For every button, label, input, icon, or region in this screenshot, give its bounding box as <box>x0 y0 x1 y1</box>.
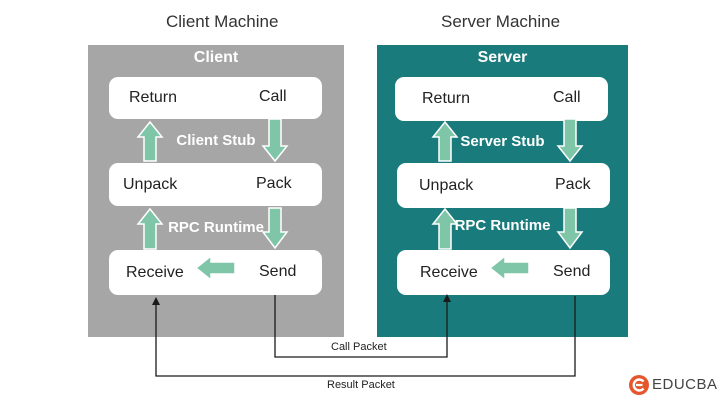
server-panel: Server Return Call Server Stub Unpack Pa… <box>377 45 628 337</box>
client-panel: Client Return Call Client Stub Unpack Pa… <box>88 45 344 337</box>
client-stub-up-arrow <box>136 120 164 162</box>
client-receive-label: Receive <box>126 264 184 281</box>
server-rpc-runtime-label: RPC Runtime <box>454 217 551 234</box>
educba-logo-icon <box>629 375 649 395</box>
server-layer-pack-unpack: Unpack Pack <box>397 163 610 208</box>
client-call-label: Call <box>259 88 287 105</box>
call-packet-line <box>274 295 448 358</box>
call-packet-label: Call Packet <box>328 341 390 353</box>
result-packet-arrowhead <box>152 297 160 305</box>
client-panel-title: Client <box>193 49 239 66</box>
client-unpack-label: Unpack <box>123 176 178 193</box>
server-send-label: Send <box>553 263 591 280</box>
server-layer-call-return: Return Call <box>395 77 608 121</box>
server-unpack-label: Unpack <box>419 177 474 194</box>
client-layer-send-receive: Receive Send <box>109 250 322 295</box>
client-return-label: Return <box>129 89 178 106</box>
client-runtime-up-arrow <box>136 207 164 250</box>
educba-logo-text: EDUCBA <box>652 376 718 393</box>
client-send-label: Send <box>259 263 297 280</box>
client-layer-pack-unpack: Unpack Pack <box>109 163 322 206</box>
server-runtime-up-arrow <box>431 207 459 250</box>
client-rpc-runtime-label: RPC Runtime <box>168 219 264 236</box>
client-pack-label: Pack <box>256 175 292 192</box>
server-panel-title: Server <box>477 49 528 66</box>
server-call-label: Call <box>553 89 581 106</box>
server-runtime-down-arrow <box>556 207 584 250</box>
server-send-receive-arrow <box>488 254 530 282</box>
server-machine-heading: Server Machine <box>441 12 561 31</box>
client-stub-label: Client Stub <box>176 132 256 149</box>
server-stub-up-arrow <box>431 120 459 162</box>
client-machine-heading: Client Machine <box>166 12 279 31</box>
server-return-label: Return <box>422 90 471 107</box>
result-packet-label: Result Packet <box>324 379 398 391</box>
server-receive-label: Receive <box>420 264 478 281</box>
client-runtime-down-arrow <box>261 207 289 250</box>
server-stub-label: Server Stub <box>460 133 545 150</box>
client-layer-call-return: Return Call <box>109 77 322 119</box>
server-pack-label: Pack <box>555 176 591 193</box>
client-stub-down-arrow <box>261 118 289 163</box>
call-packet-arrowhead <box>443 294 451 302</box>
server-stub-down-arrow <box>556 118 584 163</box>
client-send-receive-arrow <box>194 254 236 282</box>
result-packet-line <box>155 296 576 377</box>
